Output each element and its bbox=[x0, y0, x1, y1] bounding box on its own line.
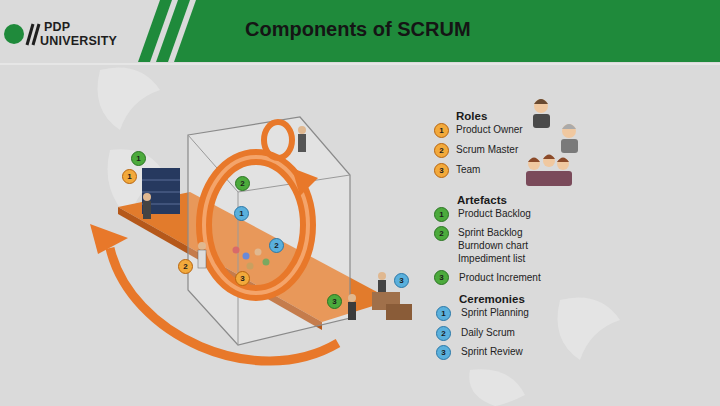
sprint-box bbox=[188, 117, 350, 345]
watermark-shapes bbox=[558, 298, 621, 361]
logo-mark bbox=[33, 24, 39, 45]
list-item: Daily Scrum bbox=[461, 327, 515, 339]
role-figures bbox=[526, 99, 578, 186]
list-item: Product Owner bbox=[456, 124, 523, 136]
people bbox=[378, 272, 386, 280]
increment-boxes bbox=[386, 304, 412, 320]
people bbox=[255, 249, 262, 256]
cycle-arrow bbox=[90, 224, 128, 254]
people bbox=[143, 126, 386, 320]
callout-number: 3 bbox=[235, 271, 250, 286]
slide-title: Components of SCRUM bbox=[245, 18, 471, 41]
callout-number: 2 bbox=[178, 259, 193, 274]
callout-number: 1 bbox=[122, 169, 137, 184]
callout-number: 2 bbox=[434, 226, 449, 241]
callout-number: 3 bbox=[436, 345, 451, 360]
role-figures bbox=[533, 114, 550, 128]
callout-number: 2 bbox=[235, 176, 250, 191]
callout-number: 1 bbox=[434, 207, 449, 222]
callout-number: 2 bbox=[269, 238, 284, 253]
callout-number: 1 bbox=[131, 151, 146, 166]
watermark-shapes bbox=[98, 68, 161, 131]
sprint-loop bbox=[204, 157, 308, 293]
people bbox=[298, 126, 306, 134]
people bbox=[198, 250, 206, 268]
people bbox=[233, 247, 240, 254]
logo-text: PDP bbox=[44, 21, 70, 33]
list-item: Team bbox=[456, 164, 480, 176]
role-figures bbox=[526, 171, 572, 186]
logo-mark bbox=[4, 24, 39, 45]
list-item: Product Backlog bbox=[458, 208, 531, 220]
people bbox=[243, 253, 250, 260]
increment-boxes bbox=[372, 292, 412, 320]
list-item: Sprint Backlog bbox=[458, 227, 522, 239]
people bbox=[247, 263, 254, 270]
role-figures bbox=[534, 99, 548, 113]
people bbox=[143, 193, 151, 201]
sprint-loop bbox=[204, 157, 308, 293]
people bbox=[348, 302, 356, 320]
watermark-shapes bbox=[469, 369, 525, 406]
section-heading: Ceremonies bbox=[459, 293, 525, 305]
role-figures bbox=[528, 155, 569, 163]
role-figures bbox=[534, 99, 548, 104]
header-band bbox=[138, 0, 720, 62]
list-item: Burndown chart bbox=[458, 240, 528, 252]
list-item: Sprint Planning bbox=[461, 307, 529, 319]
callout-number: 2 bbox=[436, 326, 451, 341]
list-item: Scrum Master bbox=[456, 144, 518, 156]
callout-number: 1 bbox=[234, 206, 249, 221]
section-heading: Roles bbox=[456, 110, 487, 122]
people bbox=[378, 280, 386, 294]
callout-number: 2 bbox=[434, 143, 449, 158]
people bbox=[298, 134, 306, 152]
callout-number: 3 bbox=[394, 273, 409, 288]
header-rule bbox=[0, 63, 720, 65]
logo-mark bbox=[4, 24, 24, 44]
callout-number: 1 bbox=[436, 306, 451, 321]
list-item: Product Increment bbox=[459, 272, 541, 284]
logo-text: UNIVERSITY bbox=[40, 35, 117, 47]
people bbox=[348, 294, 356, 302]
product-backlog-stack bbox=[142, 180, 180, 181]
list-item: Impediment list bbox=[458, 253, 525, 265]
callout-number: 3 bbox=[434, 270, 449, 285]
section-heading: Artefacts bbox=[457, 194, 507, 206]
sprint-box bbox=[188, 117, 350, 345]
people bbox=[263, 259, 270, 266]
role-figures bbox=[561, 139, 578, 153]
role-figures bbox=[562, 124, 576, 129]
logo-mark bbox=[27, 24, 33, 45]
header-band bbox=[174, 0, 720, 62]
people bbox=[198, 242, 206, 250]
people bbox=[143, 201, 151, 219]
sprint-loop bbox=[264, 122, 292, 158]
callout-number: 3 bbox=[434, 163, 449, 178]
sprint-loop bbox=[292, 168, 318, 196]
watermark-shapes bbox=[98, 68, 621, 406]
product-backlog-stack bbox=[142, 192, 180, 193]
callout-number: 3 bbox=[327, 294, 342, 309]
list-item: Sprint Review bbox=[461, 346, 523, 358]
sprint-loop bbox=[204, 122, 318, 293]
callout-number: 1 bbox=[434, 123, 449, 138]
role-figures bbox=[562, 124, 576, 138]
